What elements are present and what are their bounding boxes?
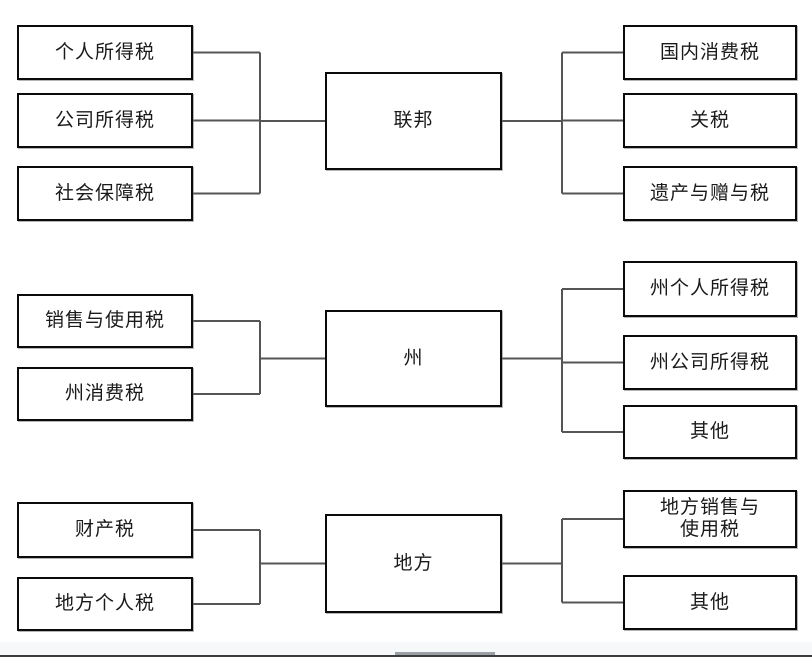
node-label: 社会保障税 — [54, 182, 155, 204]
node-local-left-0[interactable]: 财产税 — [17, 502, 193, 558]
node-label: 州个人所得税 — [649, 278, 770, 300]
node-label: 销售与使用税 — [44, 310, 165, 332]
node-label: 公司所得税 — [54, 109, 155, 131]
node-state-right-1[interactable]: 州公司所得税 — [623, 335, 797, 390]
node-label: 其他 — [689, 591, 730, 613]
node-federal-right-2[interactable]: 遗产与赠与税 — [623, 166, 797, 221]
node-federal-left-2[interactable]: 社会保障税 — [17, 166, 193, 221]
node-local-right-0[interactable]: 地方销售与 使用税 — [623, 490, 797, 548]
node-federal-left-1[interactable]: 公司所得税 — [17, 93, 193, 148]
node-local-center[interactable]: 地方 — [325, 514, 502, 613]
scrollbar-thumb[interactable] — [395, 652, 495, 655]
node-label: 遗产与赠与税 — [649, 182, 770, 204]
node-label: 州消费税 — [64, 383, 145, 405]
node-federal-right-0[interactable]: 国内消费税 — [623, 25, 797, 80]
node-label: 州 — [403, 347, 424, 369]
node-state-left-1[interactable]: 州消费税 — [17, 367, 193, 421]
node-label: 联邦 — [393, 110, 434, 132]
node-state-right-2[interactable]: 其他 — [623, 405, 797, 459]
node-label: 地方 — [393, 552, 434, 574]
node-label: 地方销售与 使用税 — [659, 497, 760, 540]
node-local-right-1[interactable]: 其他 — [623, 575, 797, 630]
node-label: 个人所得税 — [54, 41, 155, 63]
node-federal-right-1[interactable]: 关税 — [623, 93, 797, 148]
node-state-left-0[interactable]: 销售与使用税 — [17, 294, 193, 348]
node-label: 国内消费税 — [659, 41, 760, 63]
node-state-right-0[interactable]: 州个人所得税 — [623, 261, 797, 317]
node-label: 州公司所得税 — [649, 351, 770, 373]
node-federal-center[interactable]: 联邦 — [325, 72, 502, 170]
node-label: 财产税 — [74, 519, 135, 541]
node-label: 地方个人税 — [54, 593, 155, 615]
horizontal-scrollbar[interactable] — [0, 641, 812, 657]
node-state-center[interactable]: 州 — [325, 310, 502, 407]
node-label: 其他 — [689, 421, 730, 443]
node-federal-left-0[interactable]: 个人所得税 — [17, 25, 193, 80]
node-label: 关税 — [689, 109, 730, 131]
node-local-left-1[interactable]: 地方个人税 — [17, 577, 193, 631]
